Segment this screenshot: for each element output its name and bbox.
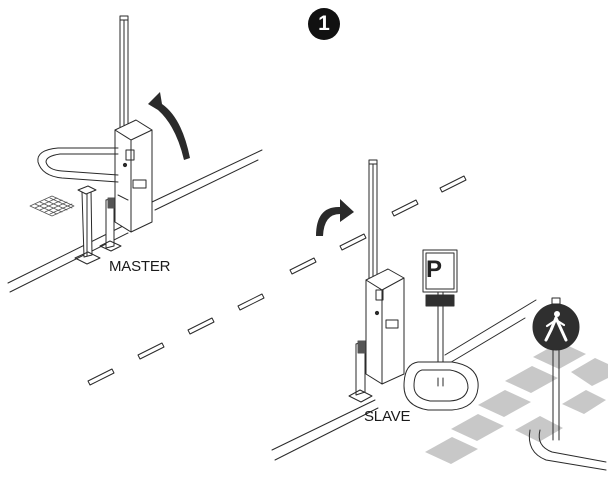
road-lines xyxy=(7,149,537,461)
pedestrian-icon xyxy=(544,311,568,342)
dashed-center-line xyxy=(87,175,467,386)
curved-arrow-icon xyxy=(148,92,190,160)
parking-sign-icon: P xyxy=(426,258,442,282)
step-number: 1 xyxy=(318,12,330,35)
slave-label: SLAVE xyxy=(364,408,411,425)
parking-sign xyxy=(403,249,479,411)
master-label: MASTER xyxy=(109,258,171,275)
curved-arrow-icon-slave xyxy=(316,199,354,236)
slave-barrier xyxy=(348,159,405,403)
pedestrian-sign xyxy=(528,297,607,471)
crosswalk xyxy=(425,342,608,464)
detector-loop-pad xyxy=(29,195,75,217)
parking-sign-letter: P xyxy=(426,256,443,283)
master-barrier xyxy=(37,15,153,265)
number-one-circle-icon: 1 xyxy=(308,8,340,40)
